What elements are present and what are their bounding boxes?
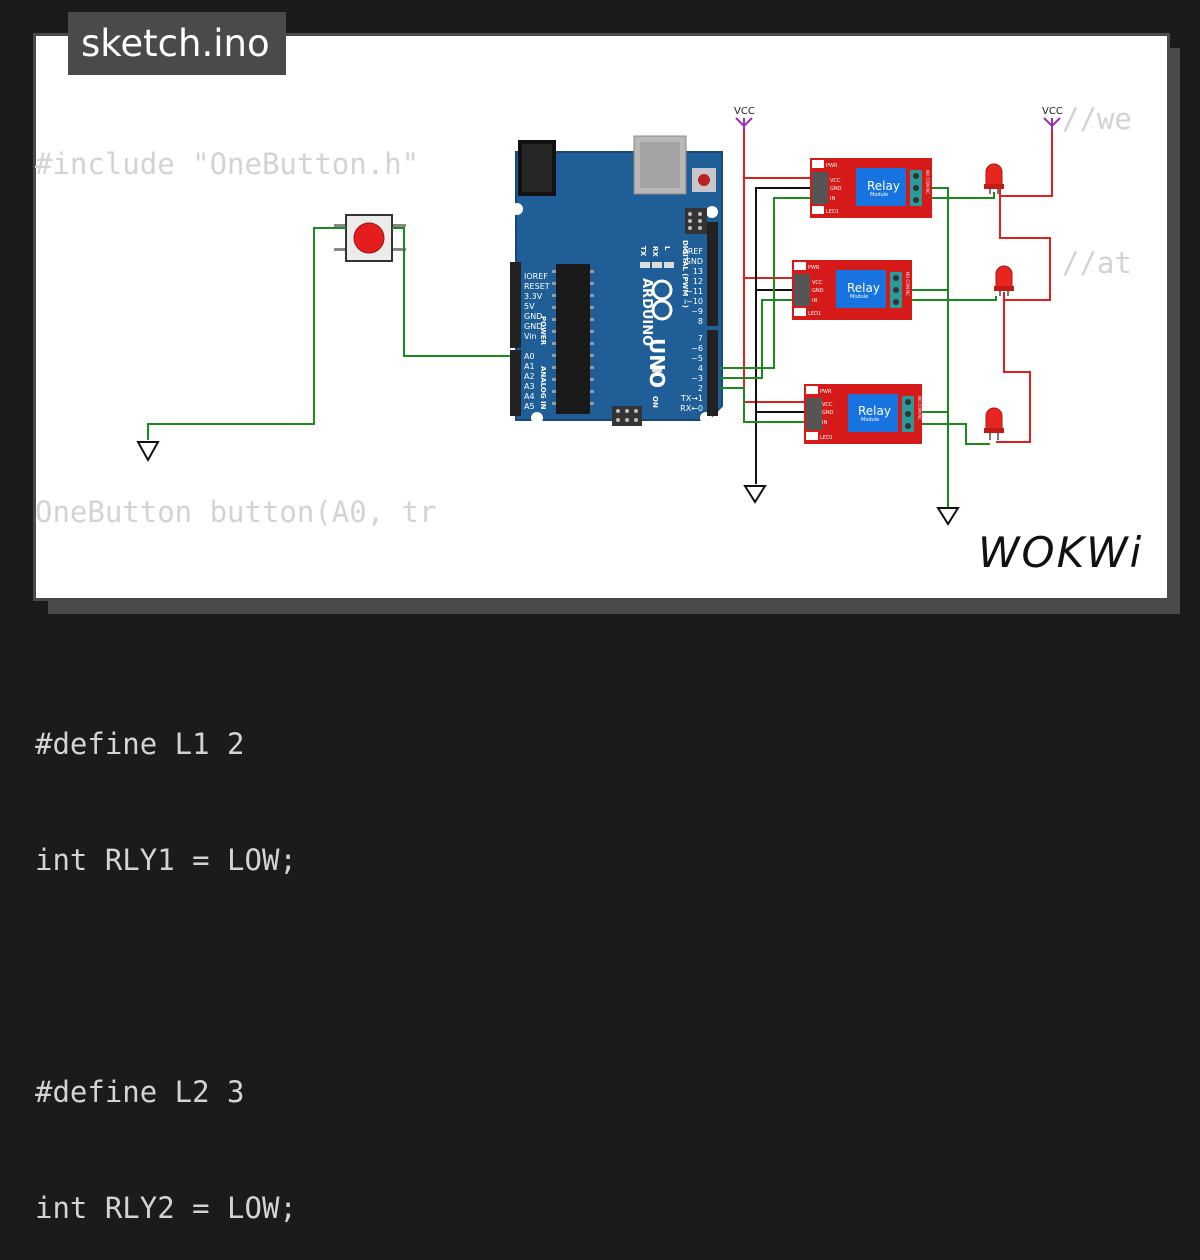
code-line [35, 952, 437, 1000]
arduino-brand: ARDUINO [639, 278, 654, 346]
pin-label: A3 [524, 382, 535, 391]
pin-label: A5 [524, 402, 535, 411]
pin-label: ~3 [691, 374, 703, 383]
vcc-label: VCC [1042, 106, 1063, 117]
vcc-symbol: VCC [1042, 106, 1063, 130]
pin-label: 12 [693, 277, 703, 286]
pin-label: A1 [524, 362, 535, 371]
code-line: int RLY1 = LOW; [35, 843, 297, 877]
pin-label: GND [524, 322, 542, 331]
pushbutton[interactable] [334, 214, 406, 262]
pin-label: A2 [524, 372, 535, 381]
tx-label: TX [639, 246, 647, 257]
pin-label: 7 [698, 334, 703, 343]
pin-label: 4 [698, 364, 703, 373]
rx-label: RX [651, 246, 659, 257]
pin-label: 3.3V [524, 292, 543, 301]
circuit-diagram: ARDUINO UNO DIGITAL (PWM ~) POWER ANALOG… [136, 106, 1063, 526]
pin-label: ~6 [691, 344, 703, 353]
relay-pin-label: VCC [812, 280, 823, 286]
relay-led-label: LED1 [808, 311, 821, 317]
relay-pin-label: VCC [830, 178, 841, 184]
relay-led-label: LED1 [820, 435, 833, 441]
ground-symbol [743, 485, 767, 504]
led-red[interactable] [984, 407, 1004, 440]
led-red[interactable] [994, 265, 1014, 296]
pin-label: Vin [524, 332, 537, 341]
relay-led-label: LED1 [826, 209, 839, 215]
digital-label: DIGITAL (PWM ~) [681, 240, 689, 308]
code-comment: //we [1062, 102, 1132, 136]
pin-label: RX←0 [680, 404, 703, 413]
pin-label: ~11 [686, 287, 703, 296]
analog-label: ANALOG IN [539, 366, 547, 410]
wire-green [720, 187, 997, 508]
pin-label: A4 [524, 392, 535, 401]
code-comment: //at [1062, 246, 1132, 280]
relay-pin-label: GND [812, 288, 824, 294]
code-line: OneButton button(A0, tr [35, 495, 437, 529]
pin-label: 5V [524, 302, 535, 311]
pin-label: 8 [698, 317, 703, 326]
pin-label: GND [524, 312, 542, 321]
wokwi-logo: WOKWi [978, 528, 1144, 577]
relay-module[interactable]: Relay Module VCC GND IN PWR LED1 NO COM … [804, 384, 922, 444]
relay-subtitle: Module [850, 294, 868, 300]
wire-black [755, 187, 810, 484]
code-line: int RLY2 = LOW; [35, 1191, 297, 1225]
pin-label: ~10 [686, 297, 703, 306]
relay-pin-label: IN [822, 420, 827, 426]
pin-label: TX→1 [680, 394, 703, 403]
pin-label: 13 [693, 267, 703, 276]
wire-green [147, 227, 518, 440]
relay-terminal-label: NO COM NC [917, 396, 922, 420]
on-label: ON [651, 396, 659, 408]
filename-tab: sketch.ino [68, 12, 286, 75]
ground-symbol [136, 441, 160, 463]
relay-module[interactable]: Relay Module VCC GND IN PWR LED1 NO COM … [810, 158, 932, 218]
relay-pin-label: GND [822, 410, 834, 416]
relay-pwr-label: PWR [826, 163, 838, 169]
arduino-model: UNO [645, 338, 669, 388]
vcc-label: VCC [734, 106, 755, 117]
pin-label: ~5 [691, 354, 703, 363]
pin-label: GND [685, 257, 703, 266]
relay-pwr-label: PWR [820, 389, 832, 395]
pin-label: 2 [698, 384, 703, 393]
pin-label: A0 [524, 352, 535, 361]
ground-symbol [936, 507, 960, 526]
pin-label: IOREF [524, 272, 548, 281]
relay-pin-label: IN [830, 196, 835, 202]
relay-title: Relay [847, 281, 880, 295]
digital-pin-labels: AREF GND 13 12 ~11 ~10 ~9 8 7 ~6 ~5 4 ~3… [680, 247, 704, 413]
relay-subtitle: Module [861, 417, 879, 423]
power-pin-labels: IOREF RESET 3.3V 5V GND GND Vin A0 A1 A2… [524, 272, 550, 411]
relay-title: Relay [867, 179, 900, 193]
pin-label: RESET [524, 282, 550, 291]
pin-label: AREF [682, 247, 703, 256]
relay-terminal-label: NO COM NC [905, 272, 910, 296]
vcc-symbol: VCC [734, 106, 755, 130]
code-line: #define L1 2 [35, 727, 245, 761]
relay-pin-label: GND [830, 186, 842, 192]
power-label: POWER [539, 316, 547, 346]
arduino-uno[interactable]: ARDUINO UNO DIGITAL (PWM ~) POWER ANALOG… [510, 135, 723, 426]
relay-terminal-label: NO COM NC [925, 170, 930, 194]
relay-module[interactable]: Relay Module VCC GND IN PWR LED1 NO COM … [792, 260, 912, 320]
led-red[interactable] [984, 163, 1004, 194]
code-line: #define L2 3 [35, 1075, 245, 1109]
relay-pwr-label: PWR [808, 265, 820, 271]
relay-pin-label: IN [812, 298, 817, 304]
relay-pin-label: VCC [822, 402, 833, 408]
relay-subtitle: Module [870, 192, 888, 198]
code-line: #include "OneButton.h" [35, 147, 420, 181]
pin-label: ~9 [691, 307, 703, 316]
relay-title: Relay [858, 404, 891, 418]
l-label: L [663, 246, 671, 251]
